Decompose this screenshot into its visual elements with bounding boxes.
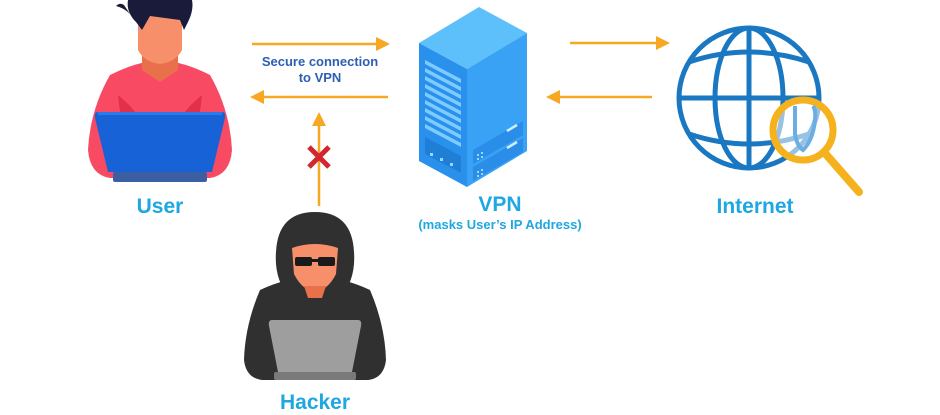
internet-label: Internet bbox=[716, 195, 794, 218]
hooded-hacker-with-laptop-icon bbox=[244, 212, 386, 380]
arrow-vpn-to-internet bbox=[570, 36, 670, 50]
vpn-sublabel: (masks User’s IP Address) bbox=[418, 217, 582, 232]
magnifier-icon bbox=[769, 96, 863, 196]
user-node bbox=[80, 0, 240, 190]
server-tower-icon bbox=[419, 7, 527, 187]
arrow-hacker-blocked bbox=[312, 112, 326, 206]
user-with-laptop-icon bbox=[88, 0, 232, 182]
connection-label-line1: Secure connection bbox=[261, 54, 379, 69]
hacker-label: Hacker bbox=[279, 391, 351, 414]
connection-label-line2: to VPN bbox=[298, 70, 342, 85]
blocked-x-icon bbox=[307, 145, 331, 169]
user-label: User bbox=[136, 195, 184, 218]
arrow-user-to-vpn bbox=[252, 37, 390, 51]
hacker-node bbox=[240, 210, 390, 385]
arrow-internet-to-vpn bbox=[546, 90, 652, 104]
vpn-node bbox=[415, 5, 530, 190]
connection-label: Secure connection to VPN bbox=[250, 54, 390, 86]
internet-node bbox=[675, 22, 870, 202]
arrow-vpn-to-user bbox=[250, 90, 388, 104]
vpn-label: VPN bbox=[478, 193, 522, 216]
globe-with-magnifier-icon bbox=[676, 25, 863, 196]
